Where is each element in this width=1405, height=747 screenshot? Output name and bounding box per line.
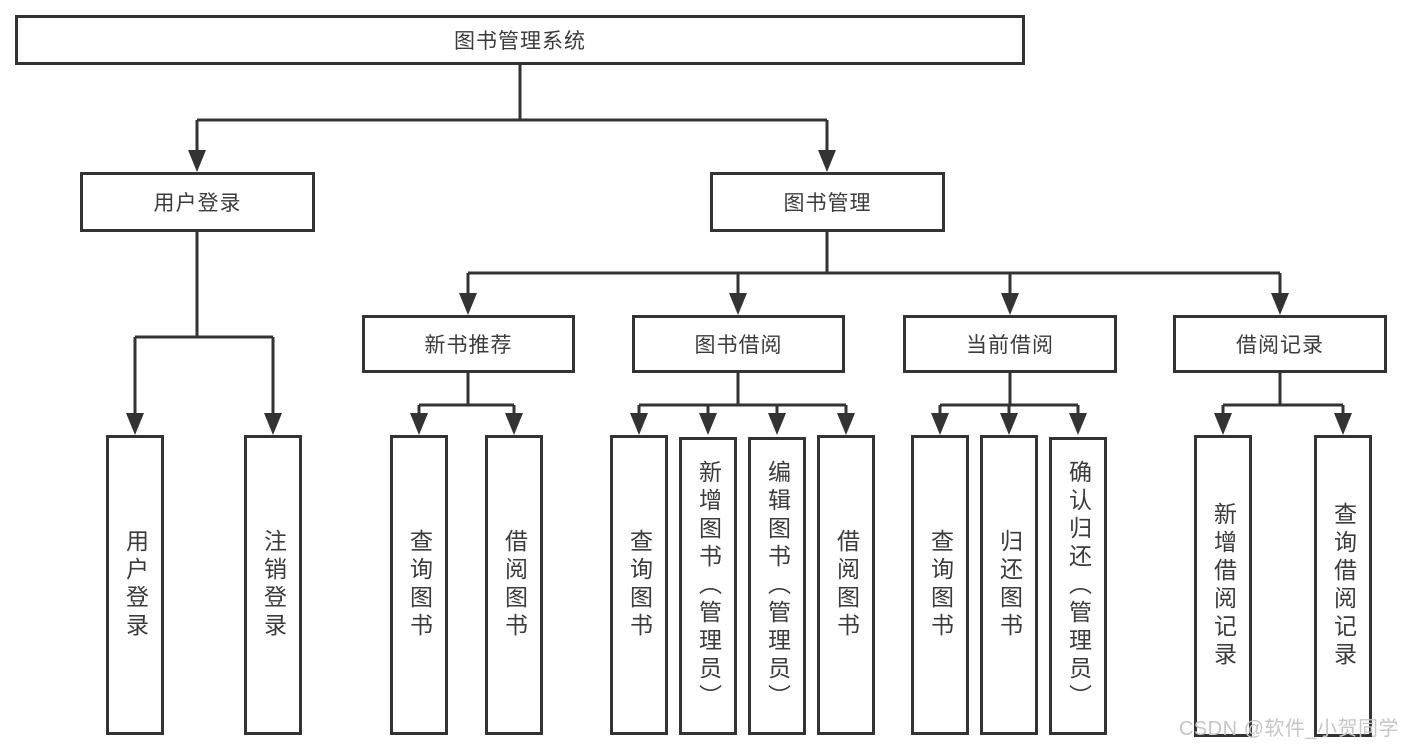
arrow-down-icon bbox=[505, 413, 523, 435]
arrow-down-icon bbox=[837, 413, 855, 435]
arrow-down-icon bbox=[459, 293, 477, 315]
leaf-query-books-recommend: 查询图书 bbox=[390, 435, 448, 735]
node-borrow-records: 借阅记录 bbox=[1173, 315, 1387, 373]
leaf-logout: 注销登录 bbox=[244, 435, 302, 735]
leaf-query-borrow-record: 查询借阅记录 bbox=[1314, 435, 1372, 737]
arrow-down-icon bbox=[188, 150, 206, 172]
arrow-down-icon bbox=[1000, 413, 1018, 435]
leaf-confirm-return-admin: 确认归还（管理员） bbox=[1049, 437, 1107, 735]
arrow-down-icon bbox=[768, 413, 786, 435]
arrow-down-icon bbox=[1214, 413, 1232, 435]
arrow-down-icon bbox=[1334, 413, 1352, 435]
node-user-login: 用户登录 bbox=[80, 172, 315, 232]
leaf-add-borrow-record: 新增借阅记录 bbox=[1194, 435, 1252, 737]
node-new-book-recommend: 新书推荐 bbox=[362, 315, 575, 373]
leaf-query-books-current: 查询图书 bbox=[911, 435, 969, 735]
arrow-down-icon bbox=[931, 413, 949, 435]
arrow-down-icon bbox=[1001, 293, 1019, 315]
leaf-edit-books-admin: 编辑图书（管理员） bbox=[748, 437, 806, 735]
node-current-borrow: 当前借阅 bbox=[903, 315, 1117, 373]
leaf-borrow-books-recommend: 借阅图书 bbox=[485, 435, 543, 735]
leaf-borrow-books: 借阅图书 bbox=[817, 435, 875, 735]
arrow-down-icon bbox=[729, 293, 747, 315]
arrow-down-icon bbox=[126, 413, 144, 435]
node-book-management-system: 图书管理系统 bbox=[15, 15, 1025, 65]
leaf-query-books-borrow: 查询图书 bbox=[610, 435, 668, 735]
arrow-down-icon bbox=[699, 413, 717, 435]
node-book-management: 图书管理 bbox=[710, 172, 945, 232]
arrow-down-icon bbox=[630, 413, 648, 435]
arrow-down-icon bbox=[264, 413, 282, 435]
leaf-add-books-admin: 新增图书（管理员） bbox=[679, 437, 737, 735]
node-book-borrow: 图书借阅 bbox=[632, 315, 845, 373]
watermark: CSDN @软件_小贺同学 bbox=[1178, 718, 1399, 740]
leaf-return-books: 归还图书 bbox=[980, 435, 1038, 735]
leaf-user-login: 用户登录 bbox=[106, 435, 164, 735]
arrowheads bbox=[126, 150, 1352, 435]
arrow-down-icon bbox=[410, 413, 428, 435]
arrow-down-icon bbox=[818, 150, 836, 172]
connector-path bbox=[133, 65, 1345, 417]
arrow-down-icon bbox=[1069, 413, 1087, 435]
arrow-down-icon bbox=[1271, 293, 1289, 315]
